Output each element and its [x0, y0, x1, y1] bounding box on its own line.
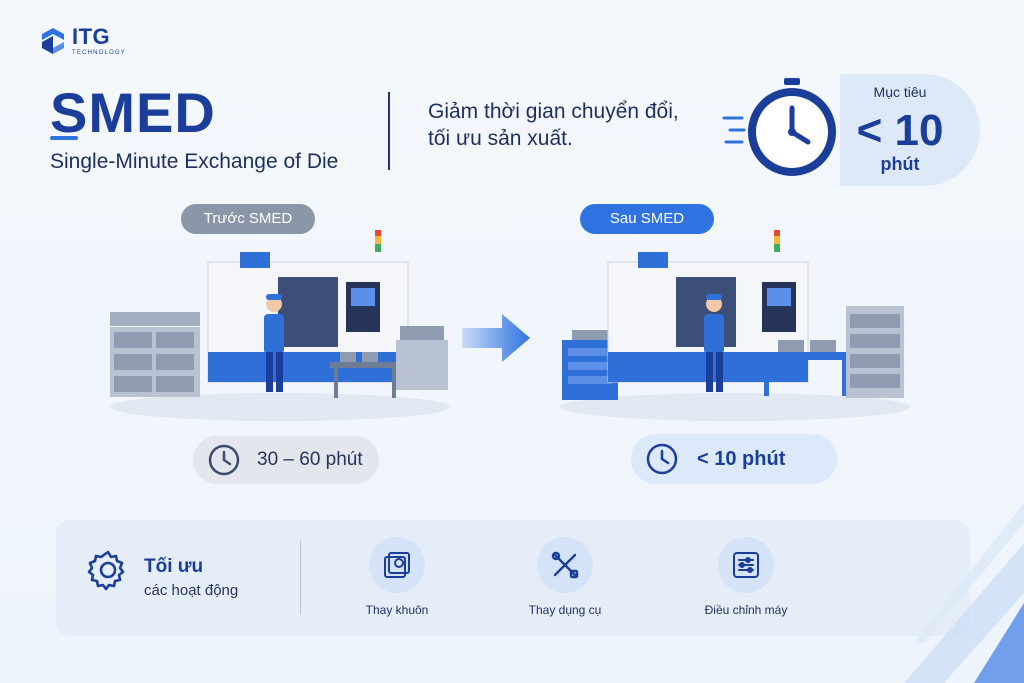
tagline-line-2: tối ưu sản xuất. — [428, 127, 573, 151]
machine-adjust-feature — [718, 537, 774, 593]
page-title: SMED — [50, 81, 216, 144]
machine-adjust-icon — [733, 552, 759, 578]
die-change-icon — [384, 552, 410, 578]
panel-title: Tối ưu — [144, 556, 204, 577]
brand-name: ITG — [72, 24, 111, 49]
itg-logo-icon — [42, 28, 64, 54]
clock-icon — [646, 443, 678, 475]
stopwatch-icon — [722, 78, 836, 176]
before-smed-label: Trước SMED — [181, 204, 315, 234]
feature-label-die-change: Thay khuôn — [365, 603, 429, 617]
transition-arrow-icon — [462, 314, 530, 362]
page-subtitle: Single-Minute Exchange of Die — [50, 150, 339, 173]
after-smed-label: Sau SMED — [580, 204, 714, 234]
decorative-stripes — [904, 503, 1024, 683]
panel-subtitle: các hoạt động — [144, 582, 239, 599]
after-smed-illustration — [560, 230, 910, 421]
after-time: < 10 phút — [697, 447, 786, 470]
before-smed-illustration — [110, 230, 450, 421]
brand-logo: ITG TECHNOLOGY — [40, 26, 126, 56]
die-change-feature — [369, 537, 425, 593]
after-time-badge: < 10 phút — [631, 434, 837, 484]
tagline-line-1: Giảm thời gian chuyển đổi, — [428, 100, 679, 123]
clock-icon — [208, 444, 240, 476]
target-card — [840, 74, 980, 186]
target-label: Mục tiêu — [873, 84, 927, 100]
panel-divider — [300, 540, 301, 614]
target-value: < 10 — [856, 106, 944, 155]
gear-icon — [87, 550, 125, 591]
mold-rack — [110, 312, 200, 397]
before-time-badge: 30 – 60 phút — [193, 436, 379, 484]
target-unit: phút — [880, 154, 920, 174]
before-time: 30 – 60 phút — [257, 449, 363, 470]
feature-label-tool-change: Thay dụng cụ — [528, 603, 602, 617]
feature-label-machine-adjust: Điều chỉnh máy — [704, 603, 788, 617]
title-accent — [50, 136, 78, 140]
tagline: Giảm thời gian chuyển đổi, tối ưu sản xu… — [428, 98, 679, 153]
optimization-panel — [56, 520, 970, 636]
brand-sub: TECHNOLOGY — [72, 50, 127, 56]
tools-icon — [551, 551, 579, 579]
tool-change-feature — [537, 537, 593, 593]
header-divider — [388, 92, 390, 170]
